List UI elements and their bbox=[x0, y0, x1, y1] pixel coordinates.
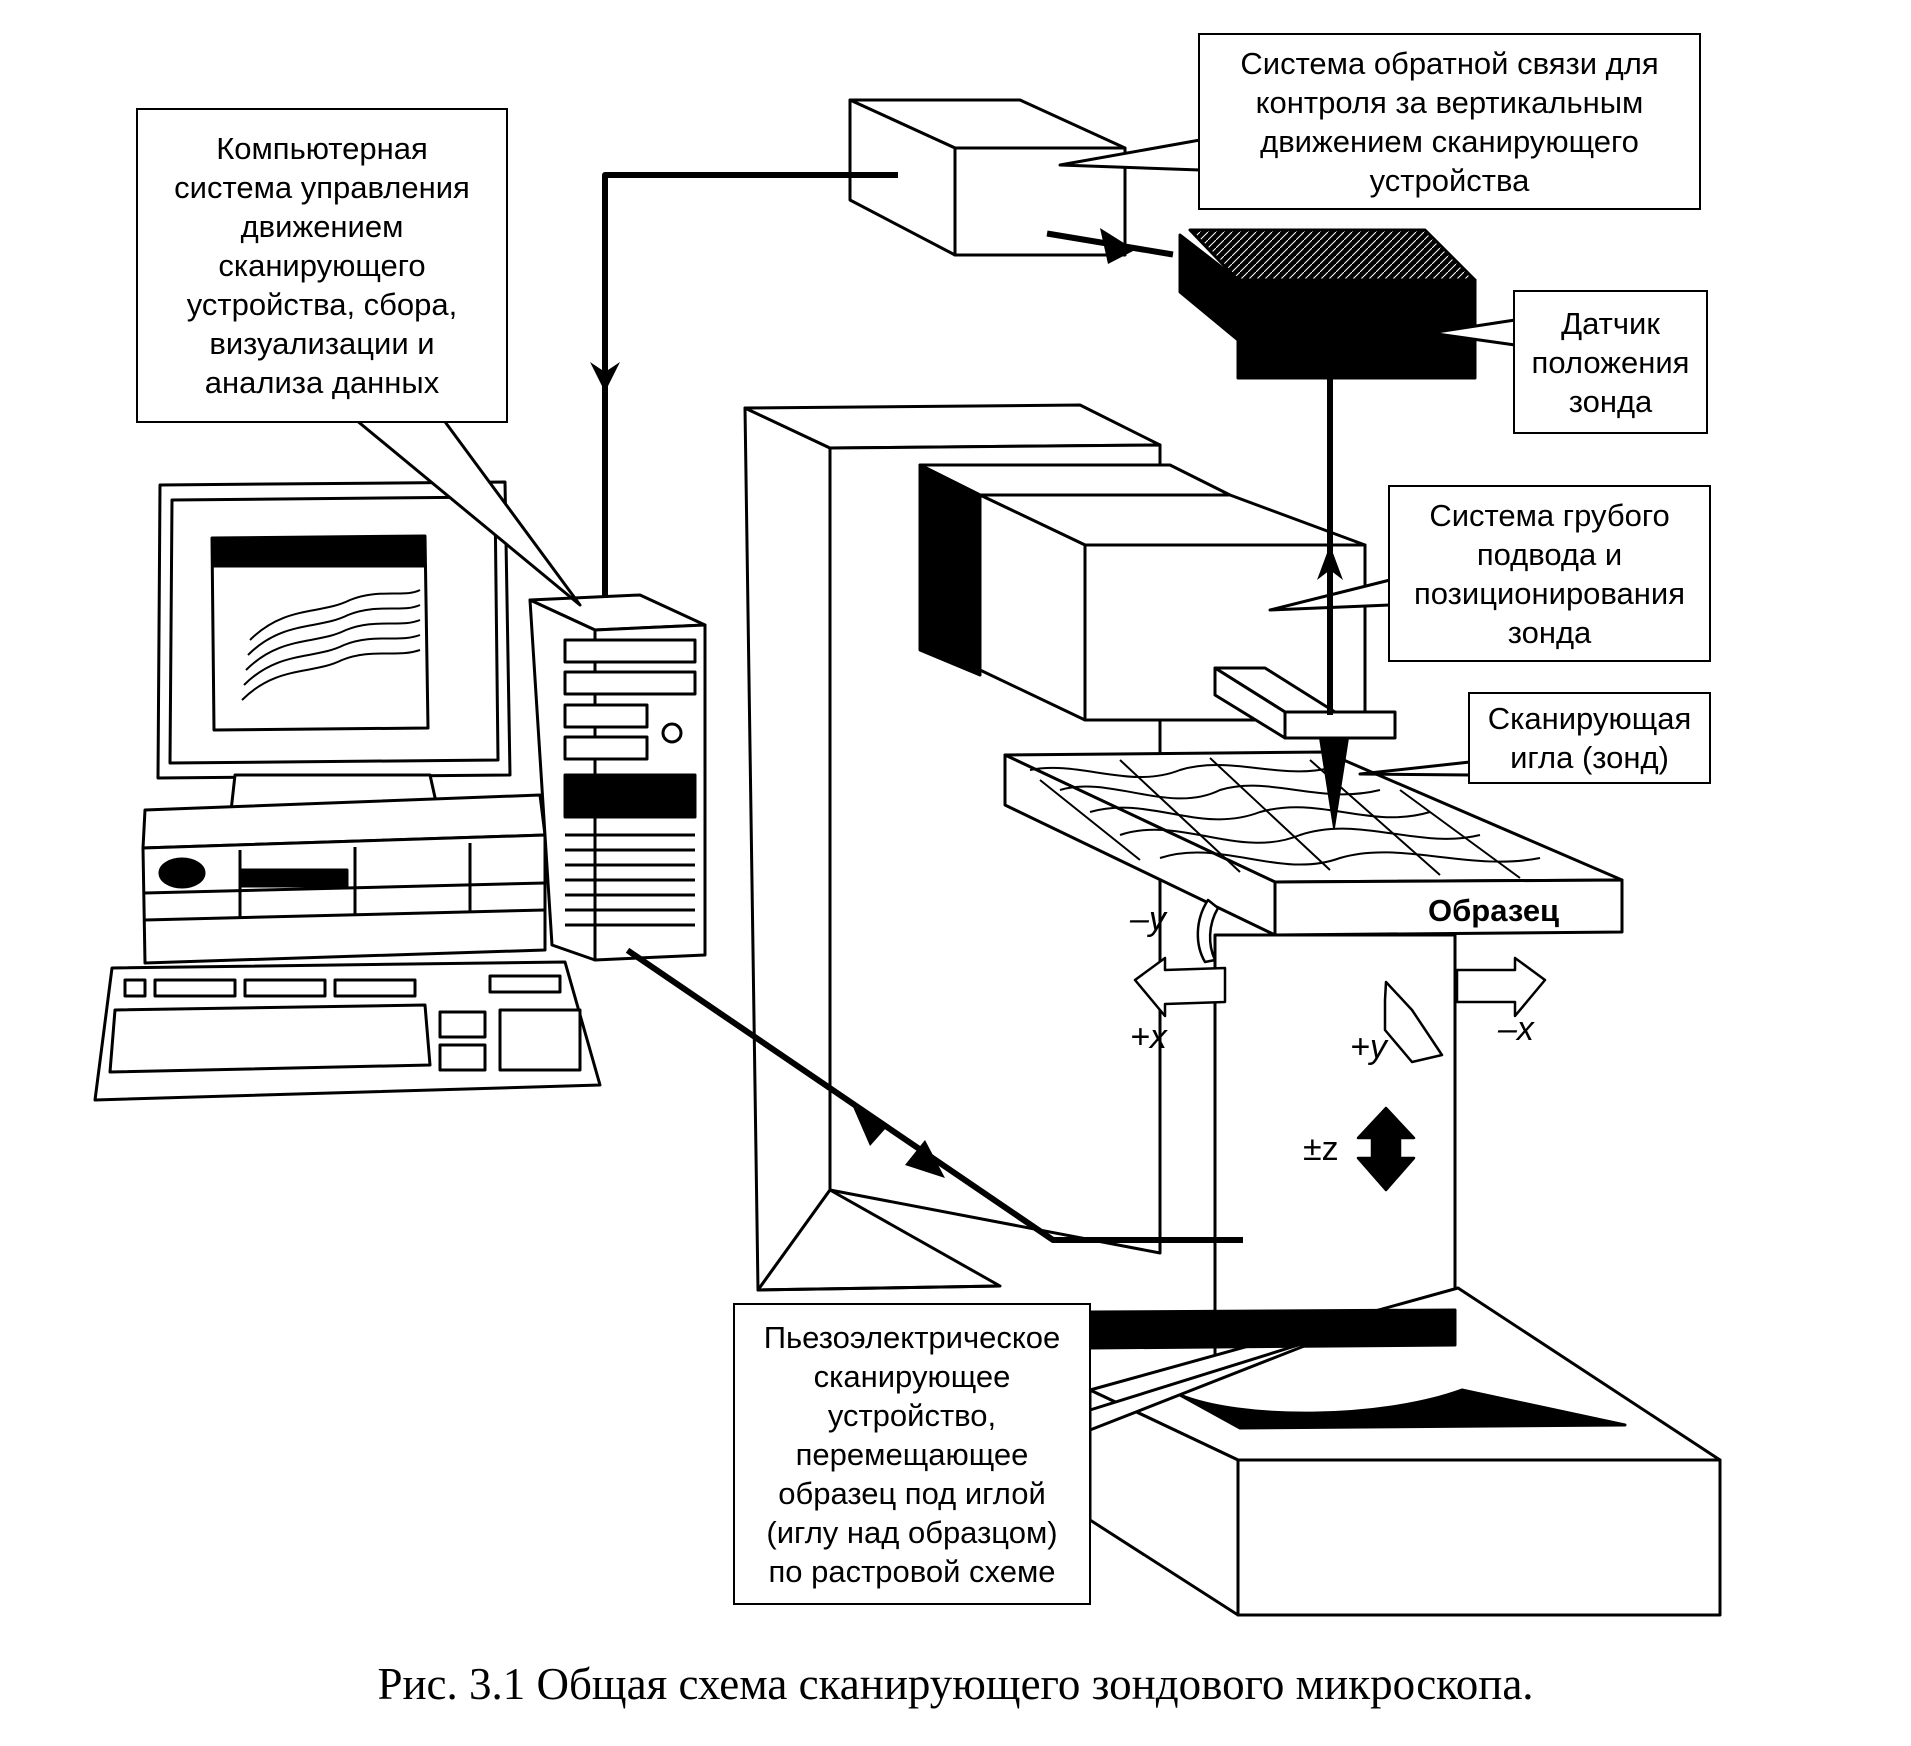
figure-caption: Рис. 3.1 Общая схема сканирующего зондов… bbox=[377, 1659, 1534, 1709]
computer-monitor bbox=[156, 480, 512, 822]
callout-line: Компьютерная bbox=[216, 131, 428, 166]
callout-line: устройства, сбора, bbox=[186, 287, 458, 322]
callout-line: (иглу над образцом) bbox=[766, 1514, 1058, 1550]
label-plus-x: +x bbox=[1130, 1018, 1167, 1056]
label-minus-y: –y bbox=[1130, 900, 1166, 938]
arrow-minus-x bbox=[1455, 956, 1547, 1018]
sample-texture bbox=[1029, 757, 1541, 879]
callout-line: визуализации и bbox=[209, 326, 435, 361]
callout-line: образец под иглой bbox=[778, 1475, 1046, 1511]
callout-line: движением bbox=[240, 209, 404, 244]
arrow-minus-y bbox=[1196, 898, 1220, 964]
callout-line: система управления bbox=[174, 170, 470, 205]
arrow-plus-y bbox=[1383, 980, 1444, 1064]
tower-case bbox=[528, 593, 707, 962]
callout-line: по растровой схеме bbox=[768, 1553, 1056, 1589]
callout-line: Пьезоэлектрическое bbox=[763, 1319, 1061, 1355]
arrowheads bbox=[590, 228, 1343, 1178]
callout-line: положения bbox=[1531, 344, 1690, 380]
sample-stage bbox=[1003, 750, 1624, 937]
pointer-needle bbox=[1358, 760, 1472, 777]
computer-desktop-case bbox=[141, 793, 547, 965]
callout-line: анализа данных bbox=[204, 365, 440, 400]
label-minus-x: –x bbox=[1498, 1010, 1534, 1048]
callout-line: движением сканирующего bbox=[1260, 123, 1639, 159]
callout-line: позиционирования bbox=[1413, 575, 1686, 611]
callout-line: Датчик bbox=[1561, 305, 1660, 341]
arrow-z bbox=[1356, 1106, 1416, 1192]
callout-line: устройство, bbox=[827, 1397, 997, 1433]
callout-line: сканирующее bbox=[813, 1358, 1011, 1394]
callout-line: игла (зонд) bbox=[1510, 740, 1669, 775]
callout-line: зонда bbox=[1568, 383, 1653, 419]
label-plus-y: +y bbox=[1350, 1028, 1387, 1066]
callout-line: контроля за вертикальным bbox=[1255, 84, 1644, 120]
base-block bbox=[1088, 1286, 1722, 1617]
feedback-box bbox=[848, 98, 1127, 257]
callout-line: Система грубого bbox=[1429, 497, 1670, 533]
callout-line: устройства bbox=[1369, 162, 1530, 198]
coarse-approach-block bbox=[918, 463, 1367, 722]
position-sensor bbox=[1178, 228, 1477, 380]
axis-arrows bbox=[1133, 898, 1547, 1192]
callout-computer-control: Компьютерная система управления движением с… bbox=[136, 108, 508, 423]
probe-needle bbox=[1319, 737, 1349, 829]
callout-line: Сканирующая bbox=[1487, 701, 1692, 736]
callout-line: перемещающее bbox=[795, 1436, 1029, 1472]
callout-line: подвода и bbox=[1476, 536, 1623, 572]
label-sample: Образец bbox=[1428, 893, 1560, 928]
arrow-plus-x bbox=[1133, 956, 1227, 1018]
cantilever-holder bbox=[1213, 666, 1397, 740]
callout-line: зонда bbox=[1507, 614, 1592, 650]
label-z: ±z bbox=[1303, 1130, 1339, 1168]
computer-keyboard bbox=[93, 960, 602, 1102]
callout-scanning-needle: Сканирующая игла (зонд) bbox=[1468, 692, 1711, 784]
screen-waves bbox=[241, 589, 421, 701]
callout-line: сканирующего bbox=[218, 248, 426, 283]
callout-line: Система обратной связи для bbox=[1240, 45, 1659, 81]
